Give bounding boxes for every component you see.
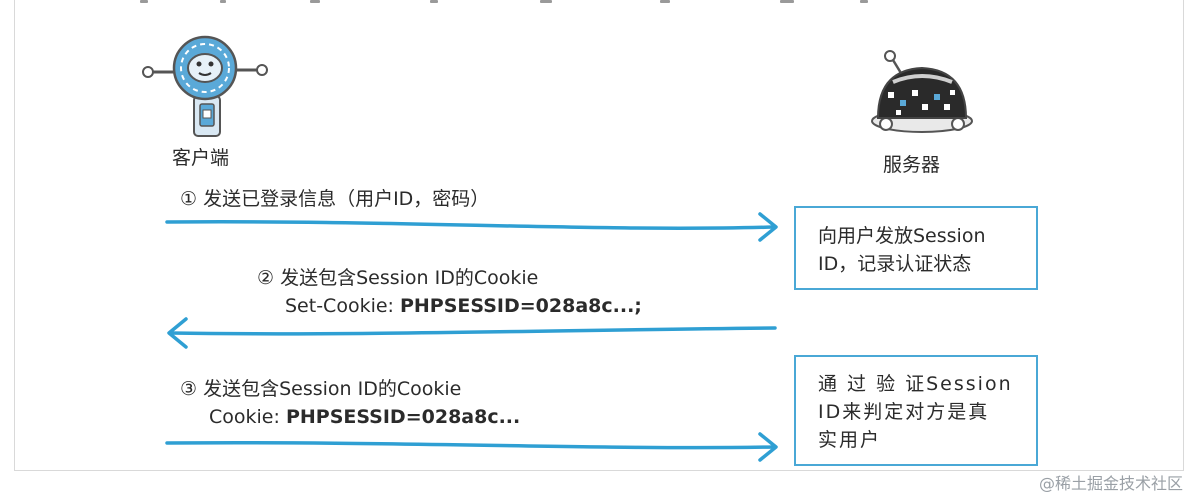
server-box-2-line-3: 实用户	[818, 429, 882, 451]
arrow-step3	[165, 432, 778, 462]
watermark: @稀土掘金技术社区	[1038, 474, 1183, 493]
server-box-2-line-1: 通 过 验 证Session	[818, 373, 1013, 395]
server-box-1-line-1: 向用户发放Session	[818, 225, 986, 247]
arrow-step2	[167, 317, 777, 349]
step3-header-value: PHPSESSID=028a8c...	[285, 406, 521, 428]
step3-header: Cookie: PHPSESSID=028a8c...	[209, 406, 520, 428]
step2-label: ② 发送包含Session ID的Cookie	[257, 267, 539, 289]
frame-border-right	[1183, 0, 1184, 470]
server-box-2-line-2: ID来判定对方是真	[818, 401, 990, 423]
server-robot-icon	[871, 50, 973, 133]
server-box-issue-session: 向用户发放Session ID，记录认证状态	[794, 206, 1038, 290]
server-box-verify-session: 通 过 验 证Session ID来判定对方是真 实用户	[794, 355, 1038, 466]
step1-label: ① 发送已登录信息（用户ID，密码）	[180, 188, 490, 210]
client-robot-icon	[142, 35, 268, 137]
arrow-step1	[165, 212, 778, 242]
step3-header-name: Cookie:	[209, 406, 286, 428]
step2-header-name: Set-Cookie:	[285, 295, 400, 317]
server-label: 服务器	[883, 154, 941, 176]
server-box-1-line-2: ID，记录认证状态	[818, 253, 972, 275]
step2-header-value: PHPSESSID=028a8c...;	[399, 295, 642, 317]
frame-border-bottom	[14, 470, 1184, 471]
cropped-text-remnant	[140, 0, 880, 3]
frame-border-left	[14, 0, 15, 470]
client-label: 客户端	[172, 147, 230, 169]
step3-label: ③ 发送包含Session ID的Cookie	[180, 378, 462, 400]
step2-header: Set-Cookie: PHPSESSID=028a8c...;	[285, 295, 642, 317]
